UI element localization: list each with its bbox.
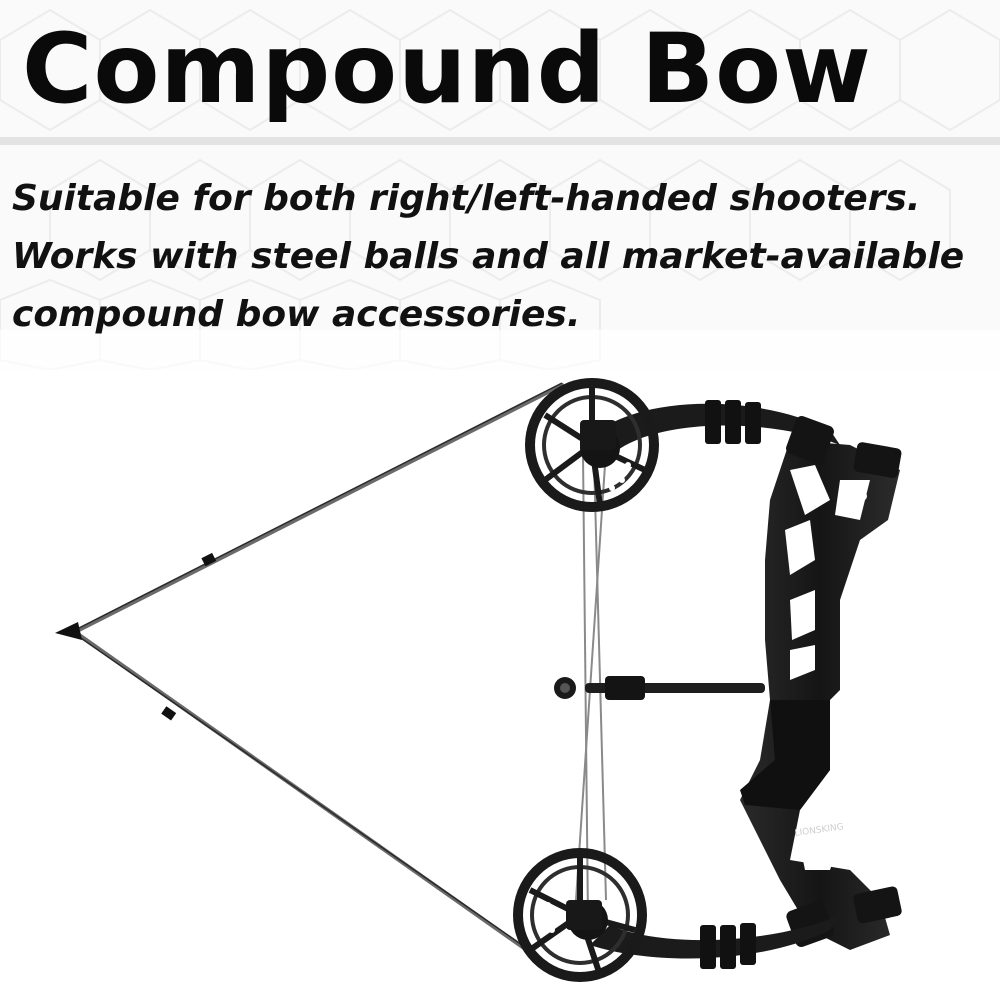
description-line-2: Works with steel balls and all market-av… [12, 236, 965, 277]
riser [740, 440, 900, 950]
compound-bow-image: LIONSKING [55, 378, 902, 982]
product-description: Suitable for both right/left-handed shoo… [12, 170, 997, 344]
arrow-rest [554, 676, 765, 700]
description-line-3: compound bow accessories. [12, 294, 581, 335]
hexagon-background-pattern [0, 0, 1000, 370]
upper-limb [600, 403, 840, 452]
header-divider [0, 137, 1000, 145]
page-title: Compound Bow [22, 13, 872, 125]
description-line-1: Suitable for both right/left-handed shoo… [12, 178, 921, 219]
lower-limb [590, 915, 840, 959]
bow-string [73, 383, 564, 967]
riser-grip [740, 700, 830, 810]
brand-mark: LIONSKING [794, 822, 844, 839]
lower-cam [513, 848, 647, 982]
upper-cam [525, 378, 659, 512]
